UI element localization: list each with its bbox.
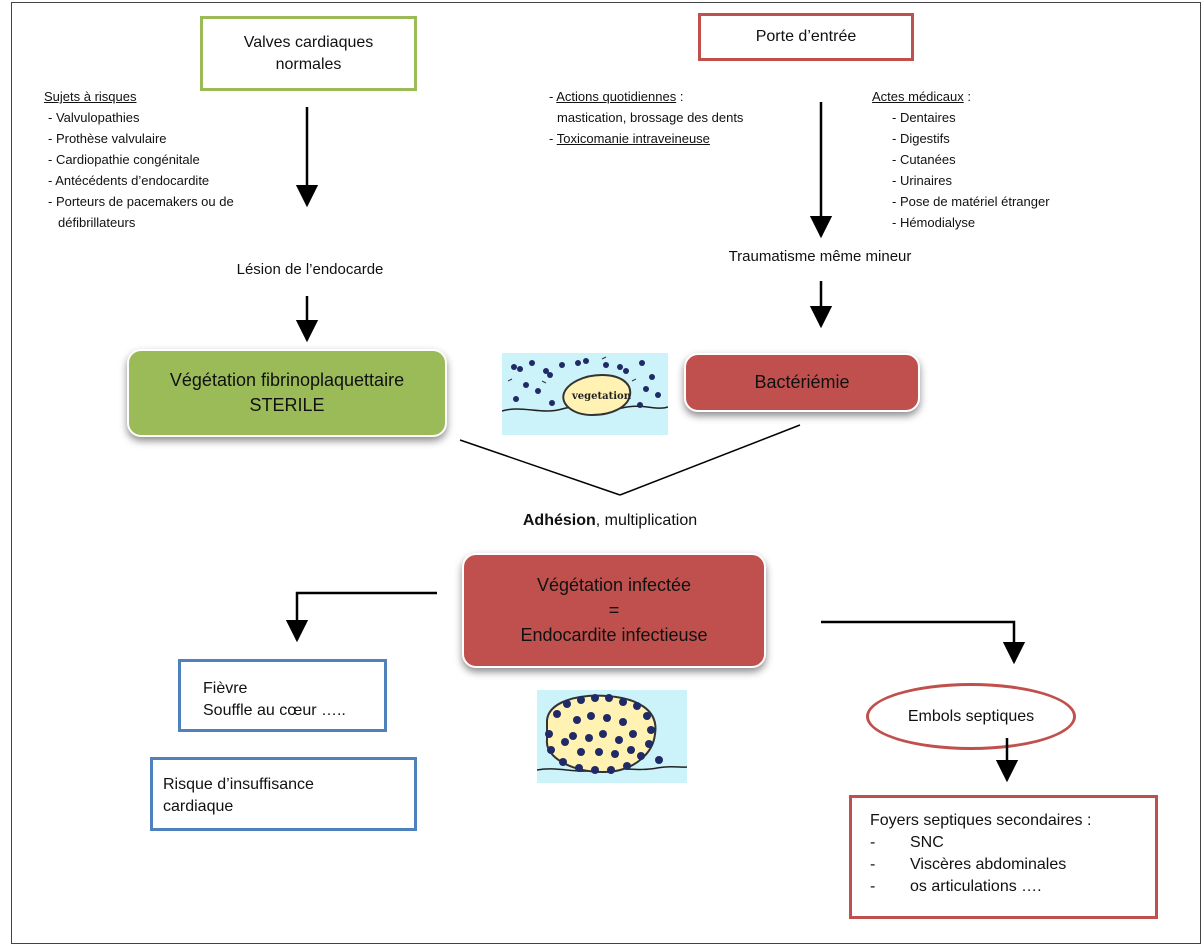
- sujets-a-risques-list: Sujets à risques - Valvulopathies - Prot…: [44, 86, 304, 233]
- actes-item: - Digestifs: [892, 131, 950, 146]
- actes-item: - Hémodialyse: [892, 215, 976, 230]
- valves-normales-box: Valves cardiaques normales: [200, 16, 417, 91]
- sujets-item: - Cardiopathie congénitale: [48, 152, 200, 167]
- valves-line-1: Valves cardiaques: [243, 33, 374, 51]
- vegetation-shape: [562, 373, 632, 417]
- adhesion-label: Adhésion, multiplication: [470, 510, 750, 532]
- actes-item: - Urinaires: [892, 173, 952, 188]
- foyers-bullet: -: [870, 856, 876, 873]
- bacteria-marks: [507, 356, 637, 384]
- vegetation-sterile-line-1: Végétation fibrinoplaquettaire: [169, 370, 405, 390]
- sujets-title: Sujets à risques: [44, 89, 137, 104]
- fievre-line-2: Souffle au cœur …..: [203, 702, 346, 719]
- valves-line-2: normales: [275, 55, 342, 73]
- actions-prefix: -: [549, 89, 557, 104]
- actes-item: - Pose de matériel étranger: [892, 194, 1050, 209]
- sujets-item: défibrillateurs: [58, 215, 136, 230]
- toxicomanie-label: Toxicomanie intraveineuse: [556, 131, 710, 146]
- infected-vegetation-illustration: [537, 690, 687, 783]
- foyers-bullet: -: [870, 878, 876, 895]
- porte-entree-box: Porte d’entrée: [698, 13, 914, 61]
- vegetation-sterile-line-2: STERILE: [249, 395, 325, 415]
- foyers-item: SNC: [910, 834, 944, 851]
- bacteria-cluster: [545, 694, 663, 774]
- vegetation-sterile-box: Végétation fibrinoplaquettaire STERILE: [127, 349, 447, 437]
- foyers-item: os articulations ….: [910, 878, 1042, 895]
- arrow-to-fievre: [285, 591, 437, 643]
- foyers-item: Viscères abdominales: [910, 856, 1067, 873]
- insuffisance-cardiaque-box: Risque d’insuffisance cardiaque: [150, 757, 417, 831]
- actes-item: - Cutanées: [892, 152, 956, 167]
- embols-label: Embols septiques: [907, 707, 1035, 725]
- actions-colon: :: [676, 89, 684, 104]
- adhesion-bold: Adhésion: [522, 512, 596, 529]
- vegetation-infectee-line-1: Végétation infectée: [536, 575, 692, 595]
- diagram-frame: [11, 2, 1201, 944]
- vegetation-infectee-line-3: Endocardite infectieuse: [520, 625, 708, 645]
- foyers-bullet: -: [870, 834, 876, 851]
- actes-title: Actes médicaux: [872, 89, 964, 104]
- insuffisance-line-2: cardiaque: [163, 798, 234, 815]
- bacteriemie-box: Bactériémie: [684, 353, 920, 412]
- join-line-bacteriemie: [619, 424, 801, 496]
- adhesion-rest: , multiplication: [595, 512, 698, 529]
- bacteremia-vegetation-illustration: vegetation: [502, 353, 668, 435]
- insuffisance-line-1: Risque d’insuffisance: [163, 776, 314, 793]
- actes-medicaux-list: Actes médicaux : - Dentaires - Digestifs…: [872, 86, 1102, 233]
- traumatisme-label: Traumatisme même mineur: [728, 248, 912, 265]
- vegetation-label: vegetation: [571, 391, 632, 402]
- vegetation-infectee-box: Végétation infectée = Endocardite infect…: [462, 553, 766, 668]
- foyers-title: Foyers septiques secondaires :: [870, 812, 1092, 829]
- sujets-item: - Porteurs de pacemakers ou de: [48, 194, 234, 209]
- fievre-souffle-box: Fièvre Souffle au cœur …..: [178, 659, 387, 732]
- actions-title: Actions quotidiennes: [556, 89, 677, 104]
- vegetation-infectee-line-2: =: [608, 600, 620, 620]
- arrow-to-embols: [821, 620, 1026, 665]
- fievre-line-1: Fièvre: [203, 680, 248, 697]
- sujets-item: - Antécédents d’endocardite: [48, 173, 210, 188]
- toxicomanie-prefix: -: [549, 131, 557, 146]
- bacteria-cluster: [511, 358, 661, 408]
- porte-entree-label: Porte d’entrée: [755, 28, 857, 45]
- embols-septiques-ellipse: Embols septiques: [866, 683, 1076, 750]
- actes-item: - Dentaires: [892, 110, 956, 125]
- sujets-item: - Prothèse valvulaire: [48, 131, 167, 146]
- actions-quotidiennes-list: - Actions quotidiennes : mastication, br…: [549, 86, 789, 149]
- sujets-item: - Valvulopathies: [48, 110, 140, 125]
- join-line-sterile: [459, 439, 621, 496]
- lesion-endocarde-label: Lésion de l’endocarde: [236, 261, 384, 278]
- actions-detail: mastication, brossage des dents: [557, 110, 744, 125]
- bacteriemie-label: Bactériémie: [754, 372, 850, 392]
- actes-colon: :: [963, 89, 971, 104]
- foyers-septiques-box: Foyers septiques secondaires : - SNC - Vis…: [849, 795, 1158, 919]
